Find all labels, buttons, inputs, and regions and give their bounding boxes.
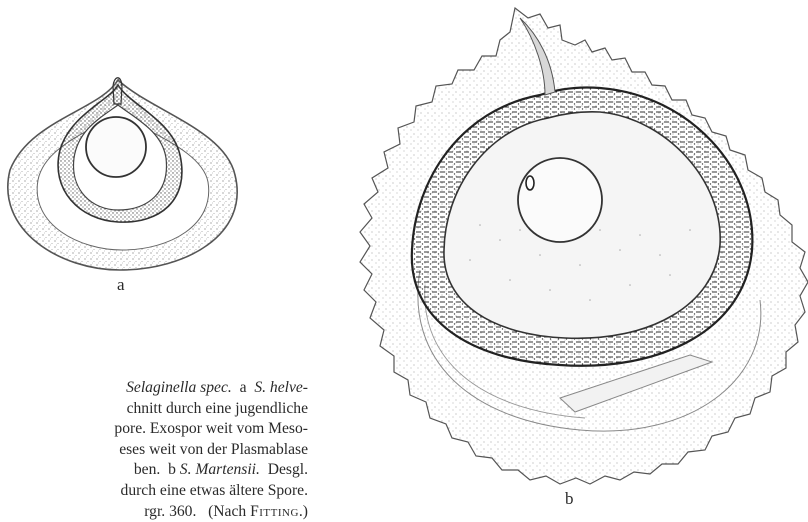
panel-a-label: a bbox=[117, 276, 125, 293]
caption-l4: eses weit von der Plasmablase bbox=[0, 440, 308, 461]
caption-l1-italic: Selaginella spec. bbox=[126, 379, 232, 396]
caption-l3: pore. Exospor weit vom Meso- bbox=[0, 419, 308, 440]
caption-l6: durch eine etwas ältere Spore. bbox=[0, 481, 308, 502]
caption-l5-post: Desgl. bbox=[260, 461, 308, 478]
caption-l2: chnitt durch eine jugendliche bbox=[0, 399, 308, 420]
figure-a-drawing bbox=[0, 70, 310, 290]
caption-l1-rest: a bbox=[232, 379, 255, 396]
nucleus bbox=[526, 176, 534, 190]
figure-caption: Selaginella spec. a S. helve- chnitt dur… bbox=[0, 378, 308, 522]
figure-b-drawing bbox=[318, 0, 808, 495]
caption-l1-italic2: S. helve- bbox=[254, 379, 308, 396]
caption-l5-italic: S. Martensii. bbox=[180, 461, 260, 478]
panel-b-label: b bbox=[565, 490, 574, 507]
caption-l7-post: .) bbox=[299, 503, 308, 520]
caption-l5-pre: ben. b bbox=[134, 461, 180, 478]
caption-l7-pre: rgr. 360. (Nach bbox=[144, 503, 250, 520]
plasma-bubble-b bbox=[518, 158, 602, 242]
plasma-bubble bbox=[86, 117, 146, 177]
caption-l7-author: Fitting bbox=[250, 503, 299, 520]
